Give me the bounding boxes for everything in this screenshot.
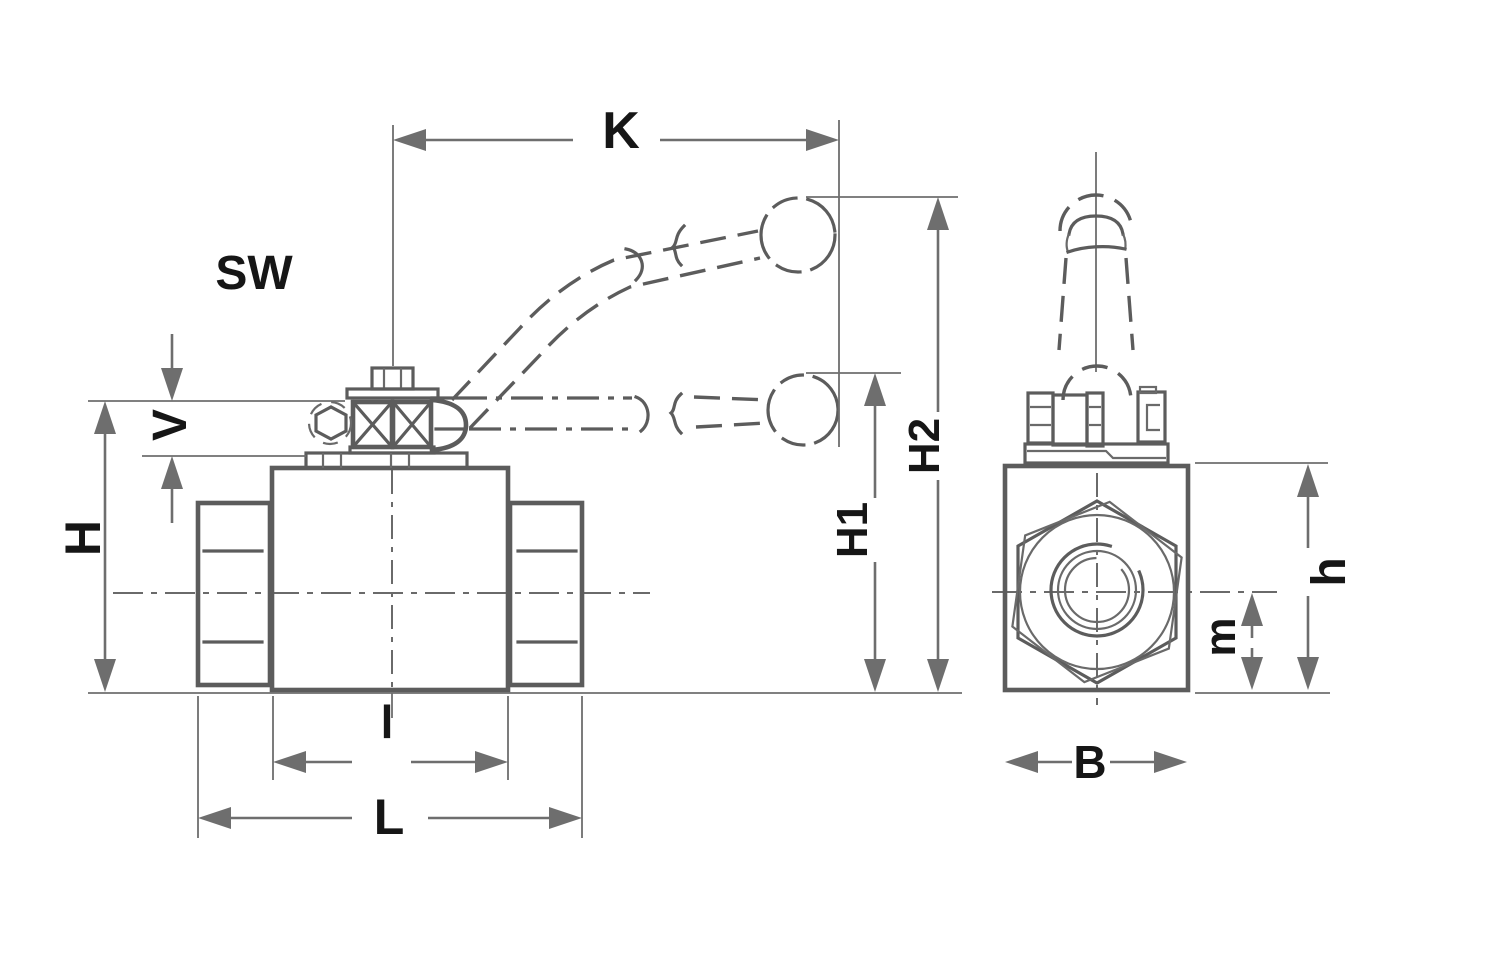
- hub-bulge: [429, 397, 469, 453]
- handle-raised-top-edge: [450, 229, 759, 402]
- side-handle-sleeve-left: [1057, 257, 1068, 351]
- dim-label-L: L: [374, 789, 405, 845]
- arrowhead: [1005, 751, 1038, 773]
- dimension-L: L: [197, 696, 583, 845]
- side-handle-grip-top: [1067, 214, 1125, 236]
- arrowhead: [1154, 751, 1187, 773]
- side-knurl-right: [1136, 390, 1167, 444]
- valve-body-side: [1002, 463, 1191, 693]
- side-handle-dome: [1058, 193, 1134, 232]
- arrowhead: [864, 659, 886, 692]
- handle-raised-bottom-edge: [468, 256, 761, 430]
- arrowhead: [475, 751, 508, 773]
- handle-knob-raised: [759, 196, 837, 274]
- arrowhead: [1297, 657, 1319, 690]
- dim-label-K: K: [602, 102, 640, 160]
- arrowhead: [94, 659, 116, 692]
- handle-shaft-top-end: [693, 395, 769, 402]
- arrowhead: [161, 368, 183, 401]
- arrowhead: [864, 373, 886, 406]
- arrowhead: [94, 401, 116, 434]
- side-knurl-right-detail: [1145, 403, 1160, 432]
- left-port-block: [195, 500, 273, 688]
- arrowhead: [927, 659, 949, 692]
- side-knurl-left: [1026, 391, 1055, 445]
- handle-raised-position: [450, 196, 837, 430]
- dim-label-V: V: [144, 409, 197, 441]
- side-handle-grip-left: [1065, 233, 1071, 253]
- handle-horizontal-position: [430, 373, 840, 447]
- port-bore-circle-inner: [1063, 556, 1131, 624]
- arrowhead: [1241, 657, 1263, 690]
- arrowhead: [1297, 464, 1319, 497]
- side-handle-upright: [1057, 193, 1135, 351]
- dimension-l: l: [272, 696, 509, 780]
- arrowhead: [273, 751, 306, 773]
- dim-label-h: h: [1303, 557, 1356, 586]
- arrowhead: [393, 129, 426, 151]
- side-bonnet-plate: [1023, 442, 1170, 465]
- dimension-H2: H2: [806, 196, 958, 692]
- port-thread-circle-outer: [1049, 542, 1145, 638]
- hub-knurl-cross: [390, 399, 434, 450]
- side-handle-sleeve-right: [1124, 257, 1135, 351]
- side-stem-block: [1051, 393, 1089, 447]
- side-knurl-tab: [1138, 385, 1158, 395]
- stem-top-nut: [370, 366, 415, 391]
- valve-body-front: [269, 465, 511, 693]
- handle-grip-edge-brace: [668, 391, 684, 436]
- dimensions: K SW V H H1: [55, 102, 1356, 845]
- dim-label-SW: SW: [215, 247, 293, 300]
- dim-label-H: H: [55, 520, 111, 556]
- side-hub-dashed-arc: [1061, 364, 1133, 401]
- front-view: [113, 125, 840, 718]
- side-stem-post: [1085, 391, 1105, 448]
- dimension-m: m: [1196, 593, 1263, 690]
- arrowhead: [198, 807, 231, 829]
- right-port-block: [507, 500, 585, 688]
- dim-label-m: m: [1196, 617, 1245, 656]
- side-handle-grip-bottom: [1065, 245, 1127, 255]
- arrowhead: [927, 197, 949, 230]
- arrowhead: [161, 456, 183, 489]
- dimension-H: H: [55, 401, 116, 692]
- dim-label-H2: H2: [900, 418, 949, 474]
- arrowhead: [1241, 593, 1263, 626]
- bonnet-plate: [304, 451, 469, 470]
- stem-hex-nut: [314, 405, 348, 441]
- port-bore-circle: [1056, 549, 1138, 631]
- dim-label-B: B: [1073, 736, 1106, 788]
- dimension-V: V: [88, 334, 345, 523]
- dimension-h: h: [1195, 462, 1356, 694]
- arrowhead: [549, 807, 582, 829]
- hex-inscribed-circle: [1018, 513, 1176, 671]
- port-hexagon: [1016, 499, 1178, 685]
- stem-hex-dashed-circle: [307, 400, 353, 446]
- handle-shaft-bottom-end: [695, 421, 767, 429]
- handle-raised-grip-brace: [670, 223, 687, 268]
- dim-label-H1: H1: [828, 502, 877, 558]
- dimension-H1: H1: [806, 372, 901, 692]
- handle-knob-horizontal: [766, 373, 840, 447]
- dimension-B: B: [1005, 736, 1187, 788]
- handle-grip-edge: [633, 394, 650, 434]
- side-bonnet-step: [1027, 449, 1166, 460]
- arrowhead: [806, 129, 839, 151]
- dimension-K: K: [393, 102, 840, 447]
- side-view: [992, 152, 1277, 705]
- handle-raised-grip-edge: [624, 247, 644, 283]
- dim-label-l: l: [381, 696, 394, 748]
- hub-knurl-cross: [350, 399, 395, 450]
- port-hexagon-chamfer: [1011, 500, 1183, 684]
- stem-washer-plate: [345, 387, 440, 400]
